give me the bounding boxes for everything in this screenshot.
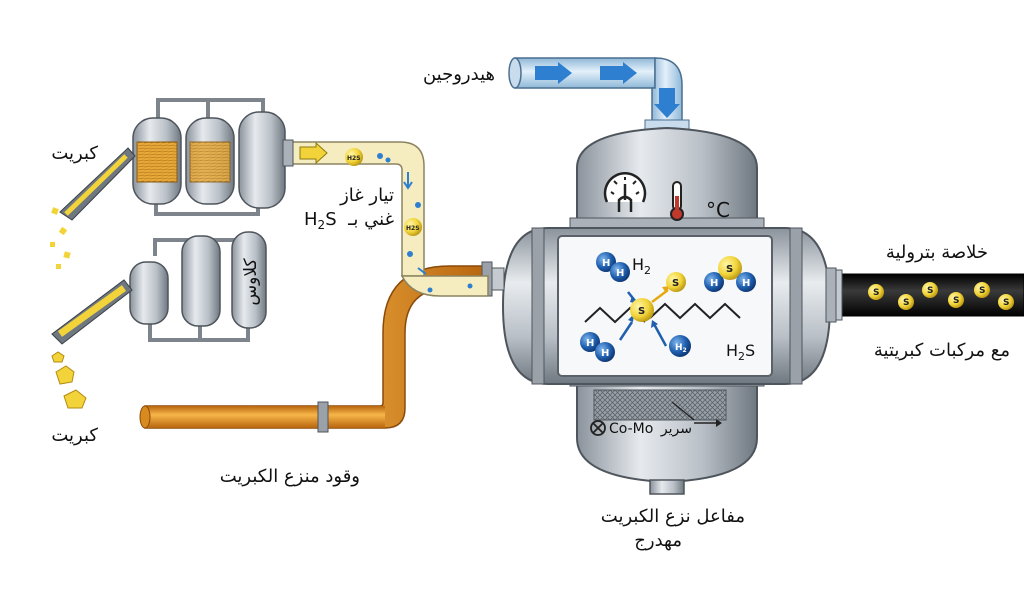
atom-h-3: H [710,278,718,289]
atom-s-released: S [672,278,679,289]
sulfur-chute-bottom [51,279,133,409]
atom-s-h2s: S [726,264,733,275]
gas-treatment-unit [132,98,294,216]
h2s-bubble-1: H2S [347,155,361,162]
h2s-formula-label: H2S [726,341,755,363]
gas-stream-label-line2: غني بـ H2S [304,209,394,232]
petroleum-extract-outlet-pipe [825,267,1024,323]
reactor-label-line1: مفاعل نزع الكبريت [601,506,745,527]
catalyst-label: Co-Mo [609,421,653,437]
claus-label: كلاوس [241,257,261,305]
s-dot-1: S [873,288,879,298]
petroleum-extract-label-line1: خلاصة بترولية [886,242,988,263]
sulfur-label-bottom: كبريت [51,425,98,446]
catalyst-bed-label: Co-Mo سرير [590,401,722,437]
atom-h-6: H [601,348,609,359]
s-dot-4: S [953,296,959,306]
h2s-gas-pipe [282,141,489,297]
hydrogen-label: هيدروجين [423,64,495,85]
gas-stream-formula: H2S [304,209,337,232]
sulfur-compound-labels: S S S S S S [873,286,1009,308]
s-dot-5: S [979,286,985,296]
gas-stream-label-line1: تيار غاز [339,185,394,206]
s-dot-3: S [927,286,933,296]
atom-h-4: H [742,278,750,289]
atom-h2-small: H2 [675,343,687,354]
atom-h-2: H [616,268,624,279]
desulfurized-fuel-label: وقود منزع الكبريت [220,466,360,487]
claus-unit [129,231,267,342]
h2s-bubble-labels: H2S H2S [347,155,420,232]
atom-h-5: H [586,338,594,349]
h2-formula-label: H2 [632,255,651,277]
sulfur-chute-top [50,147,136,269]
h2s-bubble-2: H2S [406,225,420,232]
hydrogen-flow-arrows [535,62,680,118]
s-dot-2: S [903,298,909,308]
atom-h-1: H [602,258,610,269]
s-dot-6: S [1003,298,1009,308]
celsius-label: °C [706,198,730,222]
molecule-atom-labels: H H S S H S H H H H2 [586,258,750,359]
pressure-gauge-icon [603,172,647,212]
reactor-label-line2: مهدرج [634,530,682,551]
bed-label: سرير [660,421,692,437]
petroleum-extract-label-line2: مع مركبات كبريتية [874,340,1010,361]
sulfur-label-top: كبريت [51,143,98,164]
reactor-molecules [580,252,756,362]
gas-stream-rich-word: غني بـ [347,209,394,230]
thermometer-icon [670,181,684,221]
reactor-vessel [501,126,832,495]
atom-s-center: S [638,306,645,317]
